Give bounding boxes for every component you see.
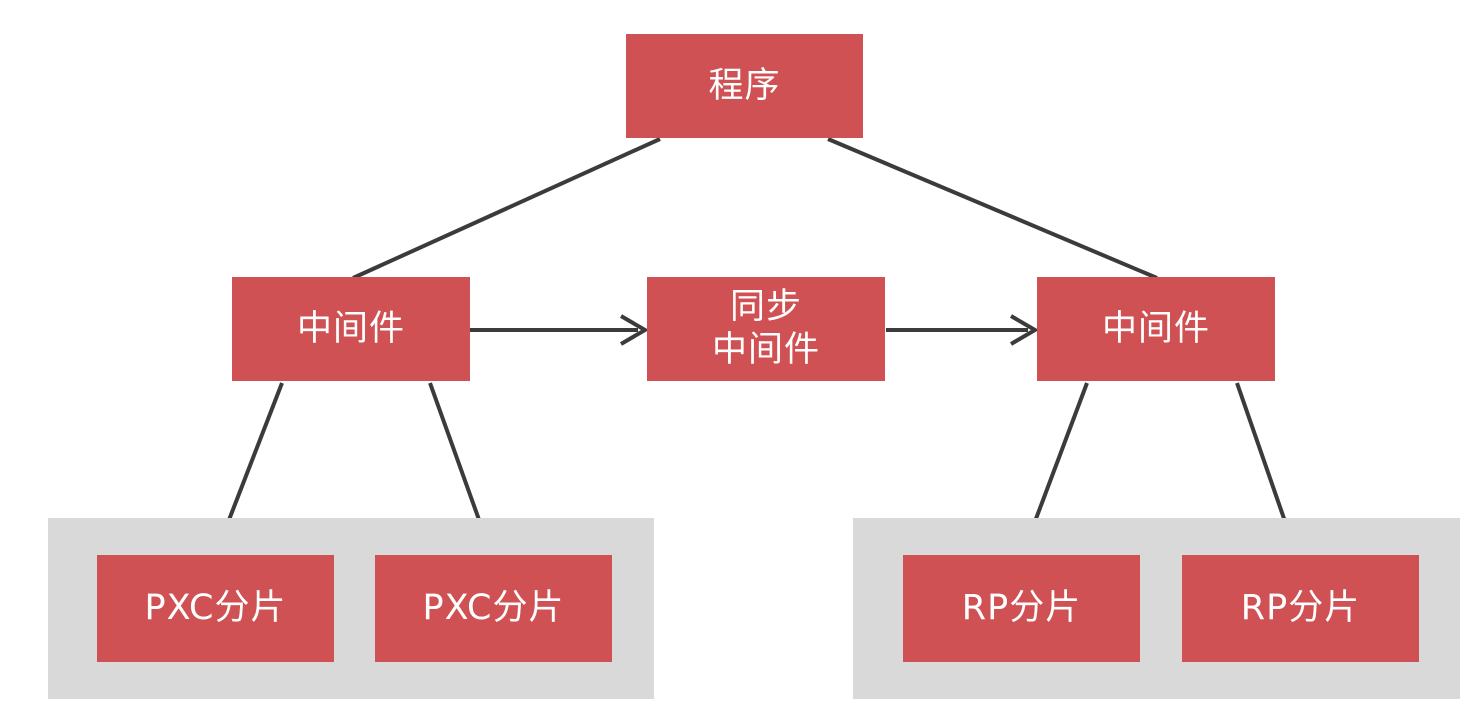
arrowhead-into-right-middleware bbox=[1009, 314, 1039, 346]
arrowhead-into-sync-middleware bbox=[619, 314, 649, 346]
node-rp-shard-2: RP分片 bbox=[1182, 555, 1419, 662]
node-pxc-shard-1: PXC分片 bbox=[97, 555, 334, 662]
node-pxc-shard-2: PXC分片 bbox=[375, 555, 612, 662]
connector-program-to-left-middleware bbox=[352, 137, 661, 280]
node-rp-shard-1: RP分片 bbox=[903, 555, 1140, 662]
node-middleware-right: 中间件 bbox=[1037, 277, 1275, 381]
connector-program-to-right-middleware bbox=[827, 137, 1158, 280]
node-program: 程序 bbox=[626, 34, 863, 138]
node-middleware-left: 中间件 bbox=[232, 277, 470, 381]
node-sync-middleware: 同步 中间件 bbox=[647, 277, 885, 381]
